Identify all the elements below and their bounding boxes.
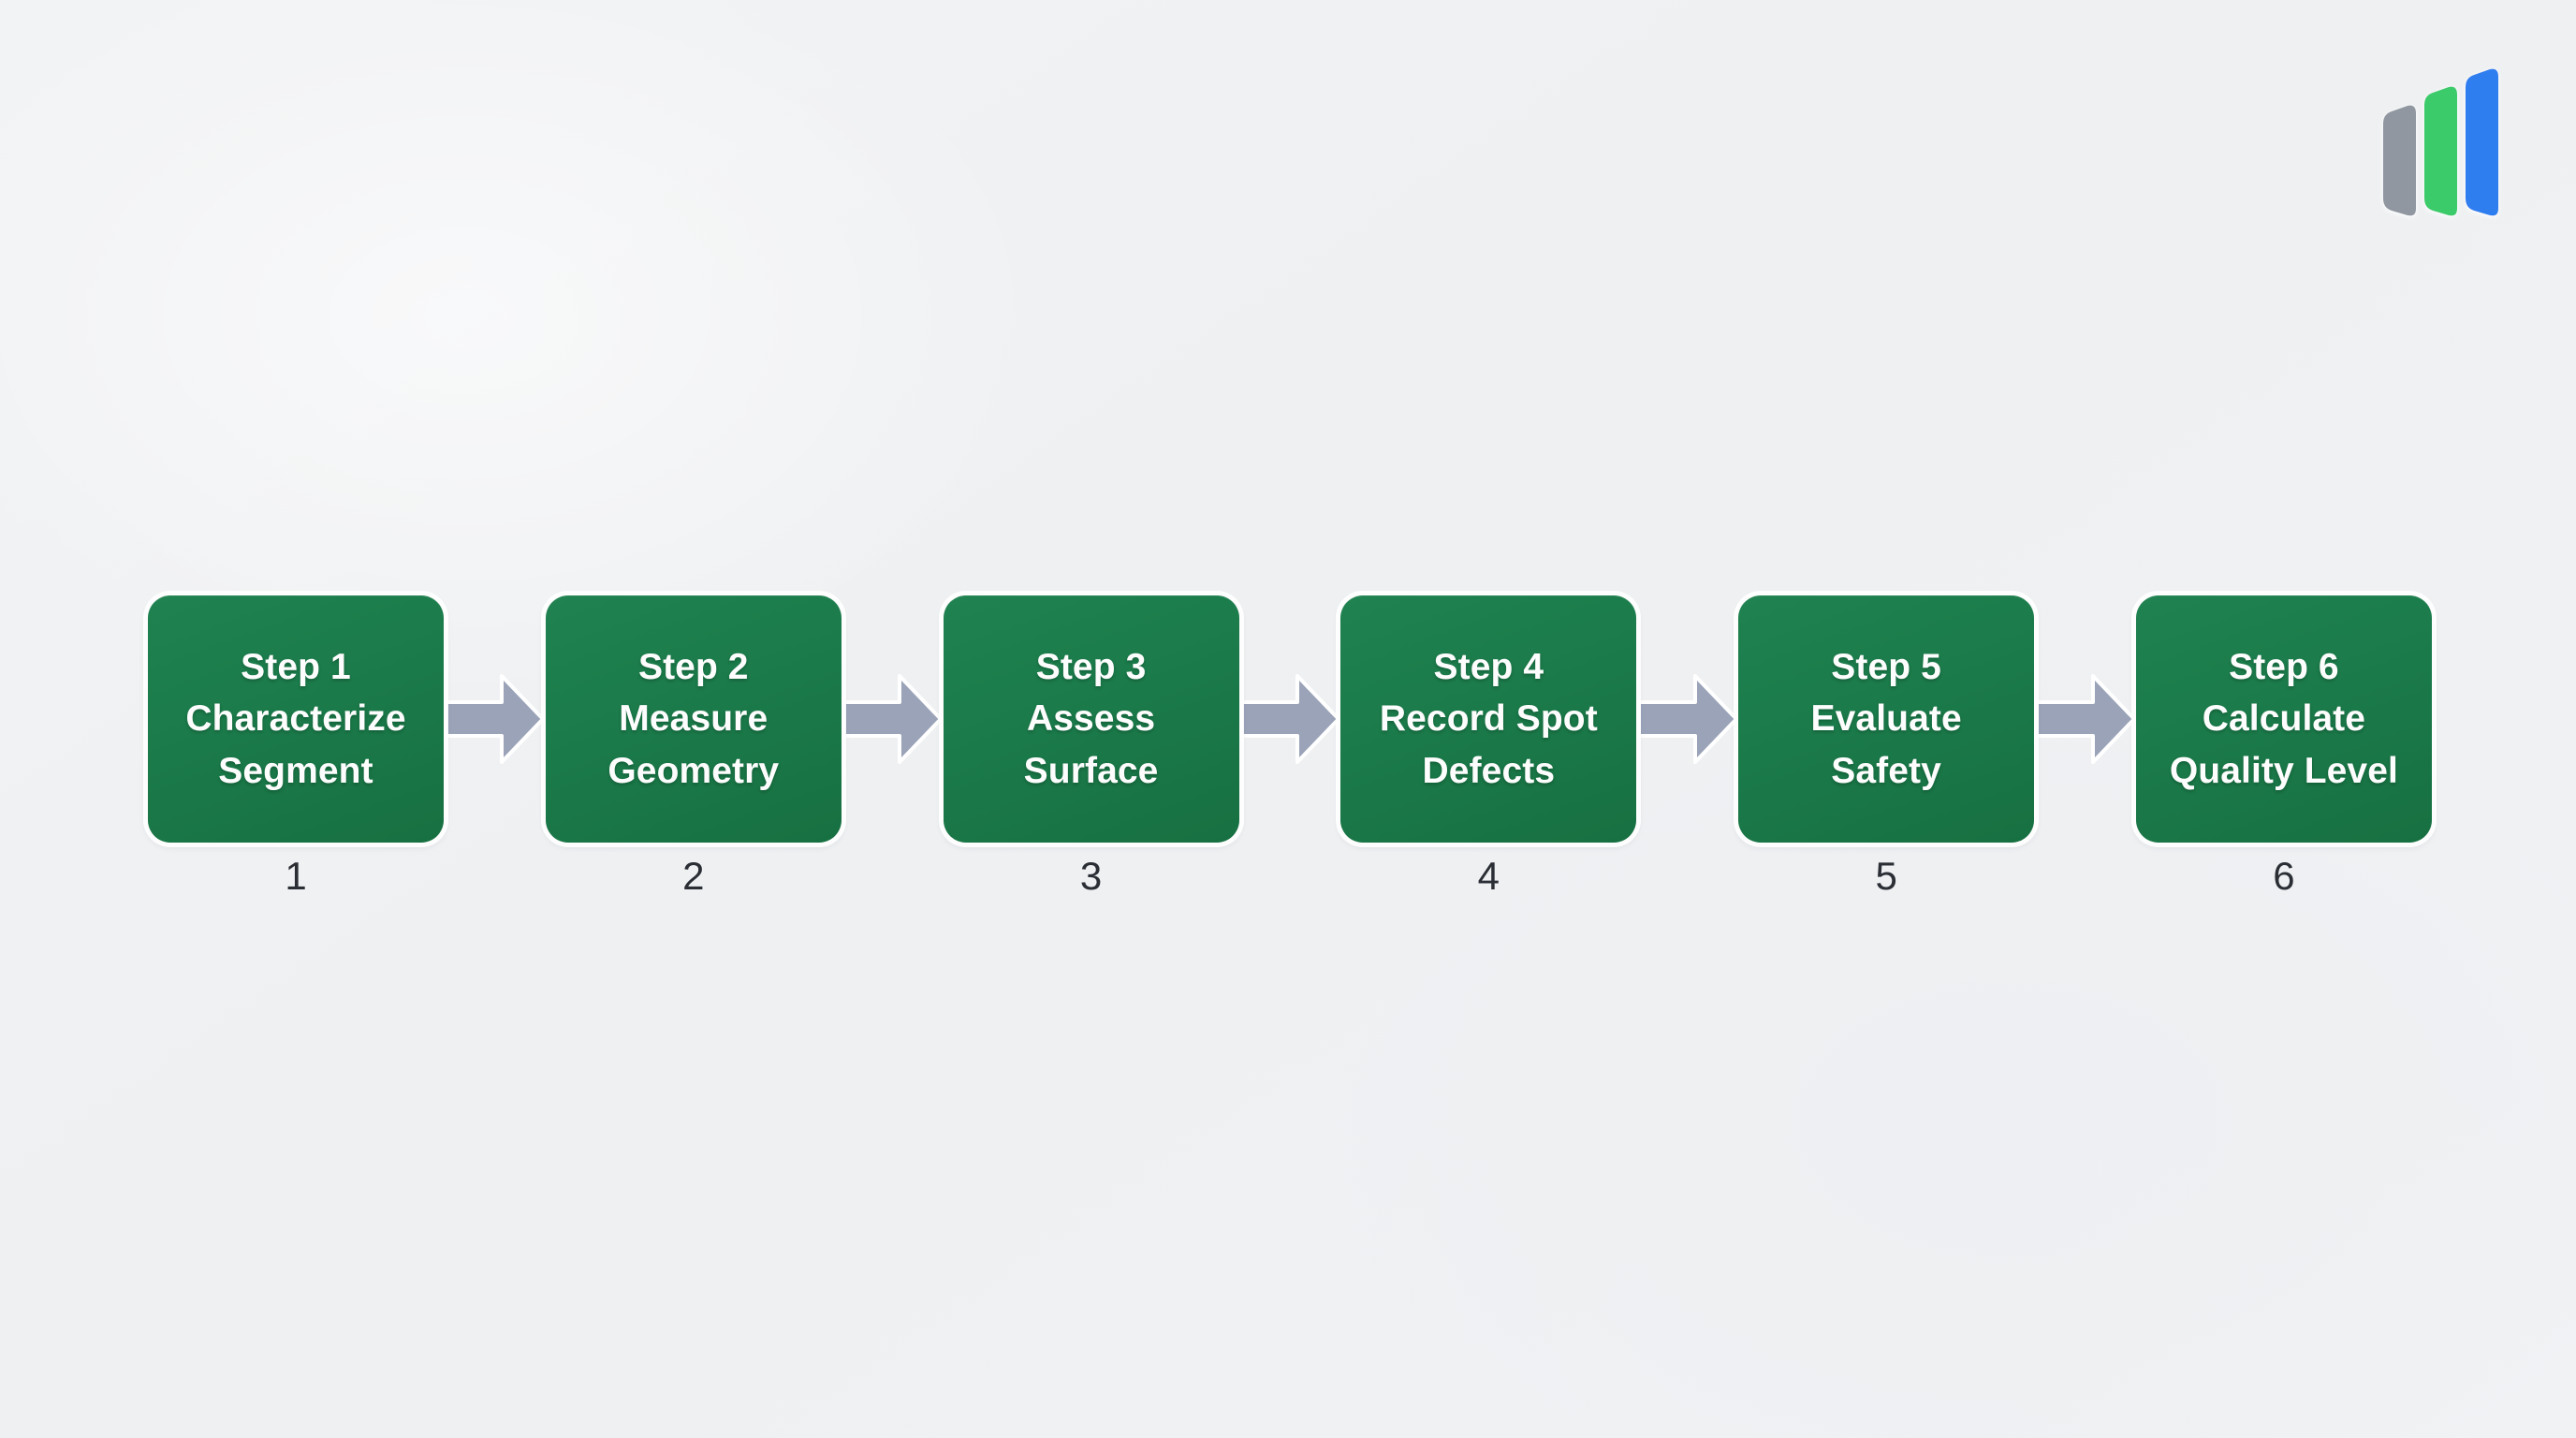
three-bar-logo-icon (2383, 68, 2498, 216)
process-flow: Step 1 Characterize Segment Step 2 Measu… (148, 595, 2432, 843)
process-step-5-label: Step 5 Evaluate Safety (1810, 646, 1962, 791)
step-index-6: 6 (2273, 854, 2295, 898)
step-index-2: 2 (682, 854, 705, 898)
logo-bar-blue (2466, 68, 2498, 216)
step-index-3: 3 (1079, 854, 1103, 898)
logo-bar-gray (2383, 105, 2416, 216)
step-index-slot-1: 1 (148, 857, 444, 896)
process-step-5[interactable]: Step 5 Evaluate Safety (1738, 595, 2035, 843)
process-step-6[interactable]: Step 6 Calculate Quality Level (2135, 595, 2432, 843)
right-arrow-icon (1636, 674, 1738, 764)
right-arrow-icon (1238, 674, 1340, 764)
connector-arrow-5-6 (2034, 665, 2136, 773)
process-step-2-label: Step 2 Measure Geometry (607, 646, 780, 791)
right-arrow-icon (444, 674, 546, 764)
step-index-4: 4 (1477, 854, 1500, 898)
process-step-3[interactable]: Step 3 Assess Surface (943, 595, 1239, 843)
connector-arrow-3-4 (1238, 665, 1340, 773)
process-step-1-label: Step 1 Characterize Segment (185, 646, 406, 791)
process-step-6-label: Step 6 Calculate Quality Level (2169, 646, 2398, 791)
connector-arrow-1-2 (444, 665, 546, 773)
logo-bar-green (2424, 86, 2457, 216)
right-arrow-icon (2034, 674, 2136, 764)
step-index-row: 1 2 3 4 5 6 (148, 857, 2432, 922)
step-index-5: 5 (1875, 854, 1897, 898)
process-step-4-label: Step 4 Record Spot Defects (1379, 646, 1598, 791)
process-step-4[interactable]: Step 4 Record Spot Defects (1340, 595, 1637, 843)
process-step-2[interactable]: Step 2 Measure Geometry (545, 595, 842, 843)
process-step-1[interactable]: Step 1 Characterize Segment (148, 595, 444, 843)
right-arrow-icon (842, 674, 944, 764)
step-index-slot-6: 6 (2136, 857, 2432, 896)
step-index-slot-5: 5 (1738, 857, 2034, 896)
connector-arrow-4-5 (1636, 665, 1738, 773)
step-index-slot-4: 4 (1340, 857, 1636, 896)
connector-arrow-2-3 (842, 665, 944, 773)
process-step-3-label: Step 3 Assess Surface (1023, 646, 1159, 791)
step-index-slot-3: 3 (944, 857, 1239, 896)
logo (2351, 52, 2529, 230)
step-index-1: 1 (285, 854, 307, 898)
step-index-slot-2: 2 (546, 857, 842, 896)
